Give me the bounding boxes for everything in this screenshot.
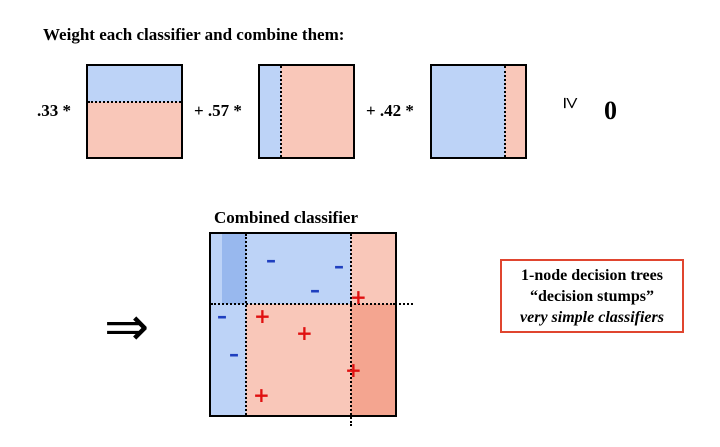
decision-stumps-callout: 1-node decision trees “decision stumps” … [500, 259, 684, 333]
callout-line-2: “decision stumps” [529, 287, 655, 305]
combined-split-horizontal [211, 303, 395, 305]
stump-1-blue-region [88, 66, 181, 102]
region-dark-pink [351, 304, 395, 415]
weight-1-label: .33 * [37, 101, 71, 120]
minus-point: – [334, 254, 344, 278]
region-blue-top [246, 234, 351, 304]
minus-point: – [229, 342, 239, 366]
stump-1-split-line [88, 101, 181, 103]
plus-point: + [345, 358, 362, 382]
combined-split-vertical-right [350, 234, 352, 415]
callout-line-1: 1-node decision trees [521, 266, 663, 284]
region-pink-top-right [351, 234, 395, 304]
stump-2-panel [258, 64, 355, 159]
stump-3-panel [430, 64, 527, 159]
plus-point: + [253, 383, 270, 407]
plus-point: + [350, 285, 367, 309]
weight-2-label: + .57 * [194, 101, 242, 120]
stump-3-split-line [504, 66, 506, 157]
stump-1-pink-region [88, 102, 181, 157]
page-title: Weight each classifier and combine them: [43, 25, 345, 44]
region-blue-bottom-left [211, 304, 246, 415]
split-extension-right [395, 303, 413, 305]
stump-3-blue-region [432, 66, 505, 157]
region-blue-left-top [211, 234, 222, 304]
combined-classifier-panel [209, 232, 397, 417]
minus-point: – [217, 304, 227, 328]
greater-equal-symbol: ≥ [558, 96, 584, 110]
implies-arrow-icon: ⇒ [104, 295, 150, 358]
stump-2-blue-region [260, 66, 281, 157]
minus-point: – [310, 278, 320, 302]
region-dark-blue [222, 234, 246, 304]
plus-point: + [296, 321, 313, 345]
combined-split-vertical-left [245, 234, 247, 415]
plus-point: + [254, 304, 271, 328]
stump-1-panel [86, 64, 183, 159]
threshold-value: 0 [604, 96, 617, 125]
minus-point: – [266, 248, 276, 272]
stump-3-pink-region [505, 66, 525, 157]
stump-2-split-line [280, 66, 282, 157]
split-extension-bottom [350, 414, 352, 426]
callout-line-3: very simple classifiers [520, 308, 664, 326]
weight-3-label: + .42 * [366, 101, 414, 120]
region-pink-bottom [246, 304, 351, 415]
stump-2-pink-region [281, 66, 353, 157]
combined-classifier-title: Combined classifier [214, 208, 359, 227]
